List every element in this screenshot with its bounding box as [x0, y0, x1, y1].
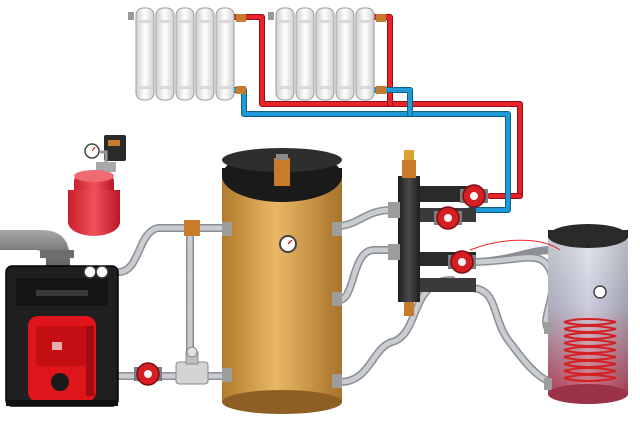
radiator-section: [195, 7, 215, 101]
buffer-tank-fittings: [222, 222, 342, 388]
radiators: [128, 7, 386, 101]
radiator-section: [135, 7, 155, 101]
pump-3: [448, 250, 476, 274]
radiator-valve: [376, 86, 386, 94]
radiator-valve: [376, 14, 386, 22]
sensor-wire: [469, 239, 561, 251]
radiator-1: [128, 7, 246, 101]
hydraulic-manifold: [388, 150, 476, 316]
mixing-valve: [175, 220, 209, 385]
indirect-water-heater: [544, 224, 628, 404]
water-heater-coil: [563, 318, 617, 382]
circulation-pumps: [134, 184, 488, 386]
boiler-thermometer-icon: [95, 265, 109, 279]
pump-2: [434, 206, 462, 230]
water-heater-thermometer-icon: [593, 285, 607, 299]
radiator-section: [335, 7, 355, 101]
radiator-valve: [236, 86, 246, 94]
radiator-section: [295, 7, 315, 101]
buffer-tank: [222, 148, 342, 414]
radiator-section: [275, 7, 295, 101]
boiler-gauge-icon: [83, 265, 97, 279]
pump-4: [134, 362, 162, 386]
radiator-section: [215, 7, 235, 101]
radiator-section: [175, 7, 195, 101]
boiler: [0, 230, 119, 407]
boiler-knob: [51, 373, 69, 391]
pump-1: [460, 184, 488, 208]
radiator-valve: [236, 14, 246, 22]
boiler-chimney: [0, 230, 70, 268]
radiator-2: [268, 7, 386, 101]
radiator-section: [315, 7, 335, 101]
radiator-section: [355, 7, 375, 101]
expansion-tank: [68, 135, 126, 236]
radiator-section: [155, 7, 175, 101]
